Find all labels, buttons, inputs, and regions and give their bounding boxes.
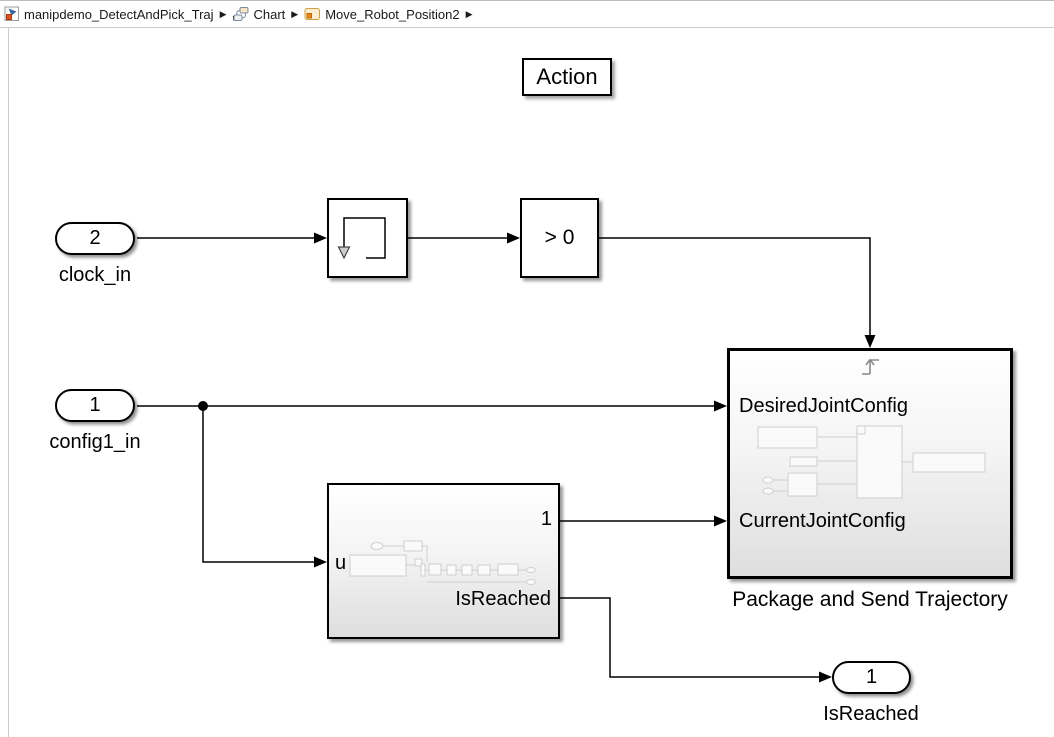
wire-isreached-to-outport[interactable] bbox=[560, 597, 832, 683]
rising-edge-trigger-icon bbox=[862, 359, 879, 375]
wire-loop-to-compare[interactable] bbox=[408, 232, 520, 244]
wire-branch-to-subsystem[interactable] bbox=[202, 406, 327, 568]
action-label-box[interactable]: Action bbox=[522, 58, 612, 96]
subsystem-output1-label: 1 bbox=[540, 508, 552, 530]
wire-compare-to-trigger[interactable] bbox=[599, 237, 876, 348]
inport-config1-in-label: config1_in bbox=[49, 431, 141, 453]
breadcrumb-separator-icon: ▶ bbox=[219, 8, 227, 19]
simulink-model-icon bbox=[4, 6, 20, 22]
loop-arrow-icon bbox=[337, 217, 386, 260]
stateflow-chart-icon: t bbox=[232, 6, 249, 22]
package-input2-label: CurrentJointConfig bbox=[739, 510, 906, 532]
inport-number: 1 bbox=[89, 394, 101, 416]
loop-block[interactable] bbox=[327, 198, 408, 278]
subsystem-content-preview bbox=[349, 540, 536, 585]
breadcrumb-item-model[interactable]: manipdemo_DetectAndPick_Traj bbox=[4, 6, 214, 22]
package-content-preview bbox=[757, 425, 986, 499]
package-input1-label: DesiredJointConfig bbox=[739, 395, 908, 417]
subsystem-input-label: u bbox=[335, 552, 347, 574]
breadcrumb-item-label: Move_Robot_Position2 bbox=[325, 6, 460, 22]
wire-subsystem-to-package[interactable] bbox=[560, 515, 727, 527]
outport-isreached-label: IsReached bbox=[823, 703, 919, 725]
breadcrumb-item-label: manipdemo_DetectAndPick_Traj bbox=[24, 6, 214, 22]
package-subsystem-block[interactable]: DesiredJointConfig CurrentJointConfig bbox=[727, 348, 1013, 579]
inport-number: 2 bbox=[89, 227, 101, 249]
compare-to-zero-block[interactable]: > 0 bbox=[520, 198, 599, 278]
breadcrumb-item-chart[interactable]: t Chart bbox=[232, 6, 286, 23]
wire-config-to-package[interactable] bbox=[137, 400, 727, 412]
breadcrumb: manipdemo_DetectAndPick_Traj ▶ t Chart ▶ bbox=[0, 0, 1054, 28]
breadcrumb-item-label: Chart bbox=[253, 6, 286, 22]
breadcrumb-separator-icon: ▶ bbox=[291, 8, 299, 19]
subsystem-isreached-label: IsReached bbox=[455, 588, 551, 610]
breadcrumb-separator-icon: ▶ bbox=[465, 8, 473, 19]
inport-clock-in[interactable]: 2 bbox=[55, 222, 135, 255]
canvas-edge-divider bbox=[8, 28, 9, 737]
compare-label: > 0 bbox=[544, 226, 575, 249]
subsystem-icon bbox=[304, 6, 321, 22]
outport-isreached[interactable]: 1 bbox=[832, 661, 911, 694]
breadcrumb-item-subsystem[interactable]: Move_Robot_Position2 bbox=[304, 6, 460, 22]
reach-subsystem-block[interactable]: u 1 IsReached bbox=[327, 483, 560, 639]
inport-clock-in-label: clock_in bbox=[58, 264, 132, 286]
svg-text:t: t bbox=[233, 16, 235, 23]
wire-clock-to-loop[interactable] bbox=[137, 232, 327, 244]
outport-number: 1 bbox=[865, 666, 878, 688]
inport-config1-in[interactable]: 1 bbox=[55, 389, 135, 422]
package-block-caption: Package and Send Trajectory bbox=[732, 588, 1008, 611]
